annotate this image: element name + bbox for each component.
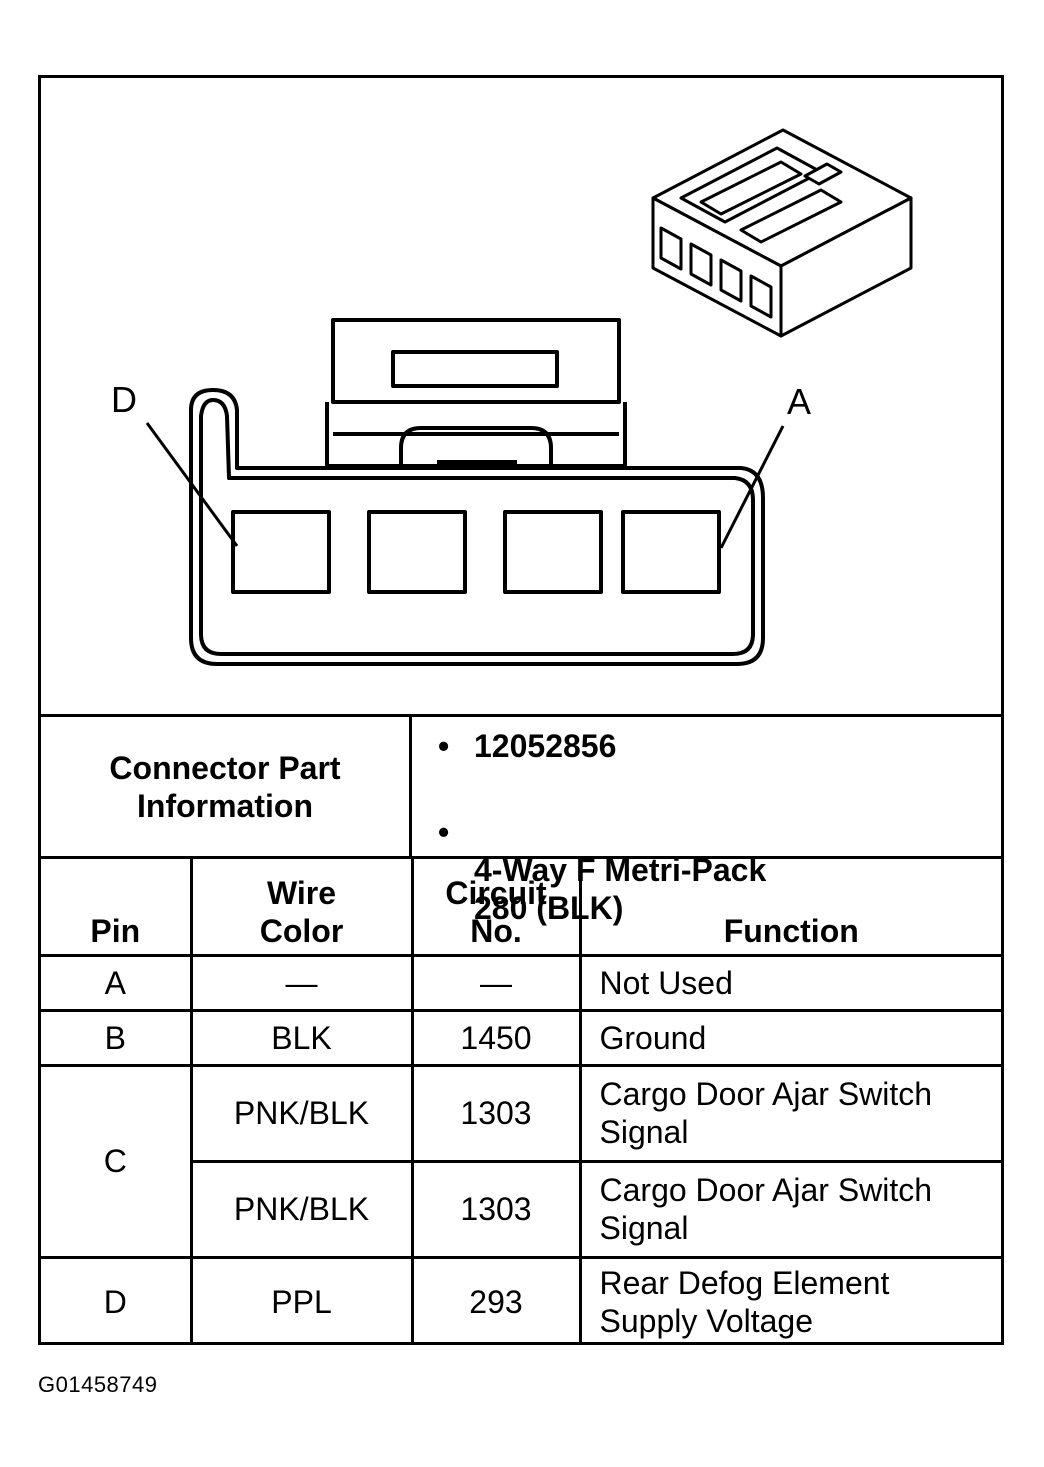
- function-cell: Not Used: [578, 953, 1001, 1012]
- table-row: A — — Not Used: [41, 953, 1001, 1012]
- wire-color-cell: BLK: [189, 1008, 414, 1067]
- bullet-icon: •: [438, 814, 450, 850]
- connector-part-info-row: Connector Part Information • 12052856 • …: [41, 714, 1001, 926]
- wire-color-cell: PPL: [189, 1255, 414, 1345]
- connector-illustration: [145, 128, 913, 666]
- table-row: B BLK 1450 Ground: [41, 1008, 1001, 1067]
- pin-callout-a: A: [787, 381, 812, 422]
- callout-leader-d: [145, 422, 239, 547]
- connector-isometric-view: [651, 128, 913, 338]
- wire-color-cell: PNK/BLK: [189, 1159, 414, 1259]
- pin-cell: C: [41, 1063, 193, 1259]
- cavity-d: [231, 510, 331, 594]
- circuit-cell: —: [410, 953, 582, 1012]
- diagram-frame: D A Connector Part Information • 1205285…: [38, 75, 1004, 1345]
- part-number-line: • 12052856: [438, 727, 617, 765]
- figure-id: G01458749: [38, 1372, 158, 1397]
- pin-cell: B: [41, 1008, 193, 1067]
- connector-part-info-label: Connector Part Information: [109, 749, 341, 824]
- info-label-cell: Connector Part Information: [41, 717, 412, 856]
- circuit-cell: 1450: [410, 1008, 582, 1067]
- cavity-a: [621, 510, 721, 594]
- function-cell: Rear Defog Element Supply Voltage: [578, 1255, 1001, 1345]
- callout-leader-a: [719, 425, 785, 549]
- table-header-row: Pin Wire Color Circuit No. Function: [41, 859, 1001, 957]
- cavity-b: [503, 510, 603, 594]
- function-cell: Ground: [578, 1008, 1001, 1067]
- header-pin: Pin: [41, 859, 193, 957]
- info-values-cell: • 12052856 • 4-Way F Metri-Pack 280 (BLK…: [412, 717, 1001, 926]
- pin-callout-d: D: [111, 379, 137, 420]
- table-row: PNK/BLK 1303 Cargo Door Ajar Switch Sign…: [41, 1159, 1001, 1259]
- bullet-icon: •: [438, 728, 450, 764]
- circuit-cell: 1303: [410, 1063, 582, 1163]
- table-row: C PNK/BLK 1303 Cargo Door Ajar Switch Si…: [41, 1063, 1001, 1259]
- header-function: Function: [578, 859, 1001, 957]
- header-circuit-no: Circuit No.: [410, 859, 582, 957]
- circuit-cell: 1303: [410, 1159, 582, 1259]
- wire-color-cell: —: [189, 953, 414, 1012]
- table-row: D PPL 293 Rear Defog Element Supply Volt…: [41, 1255, 1001, 1345]
- header-wire-color: Wire Color: [189, 859, 414, 957]
- connector-drawing-area: D A: [41, 78, 1001, 714]
- pin-cell: A: [41, 953, 193, 1012]
- pin-cell: D: [41, 1255, 193, 1345]
- wire-color-cell: PNK/BLK: [189, 1063, 414, 1163]
- cavity-c: [367, 510, 467, 594]
- pinout-table: Pin Wire Color Circuit No. Function A — …: [41, 859, 1001, 1345]
- function-cell: Cargo Door Ajar Switch Signal: [578, 1159, 1001, 1259]
- function-cell: Cargo Door Ajar Switch Signal: [578, 1063, 1001, 1163]
- connector-face-view: [145, 318, 785, 666]
- part-number: 12052856: [474, 728, 617, 764]
- circuit-cell: 293: [410, 1255, 582, 1345]
